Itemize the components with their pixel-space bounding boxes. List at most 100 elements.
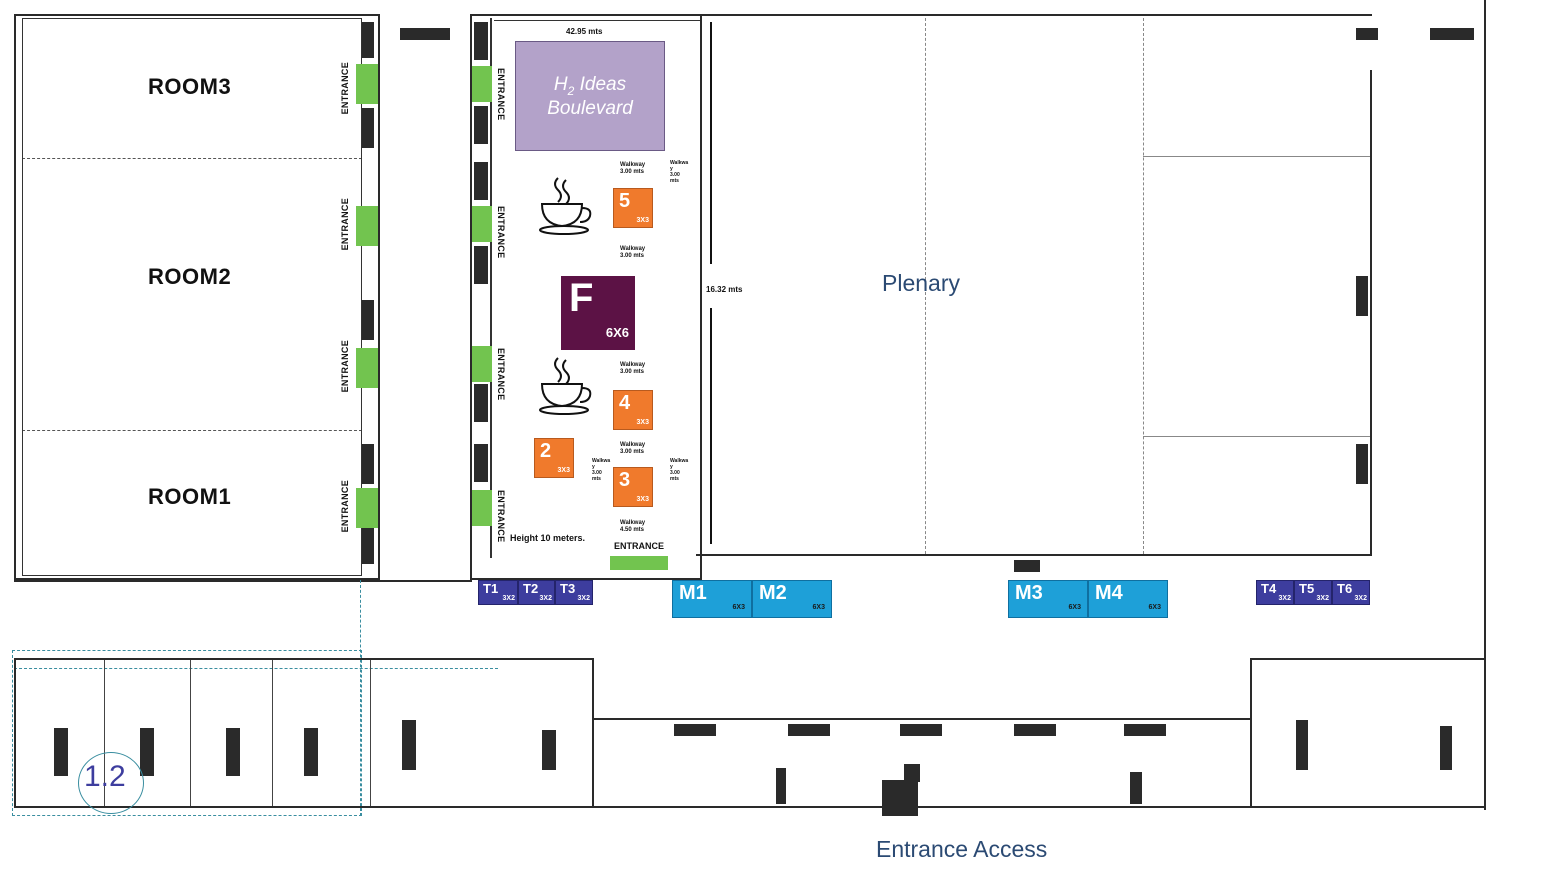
ideas-boulevard-subtitle: Boulevard <box>547 97 633 119</box>
foyer-entrance-label-2: ENTRANCE <box>496 206 506 259</box>
height-note: Height 10 meters. <box>510 533 586 543</box>
corridor-line <box>14 580 472 582</box>
booth-size: 3X2 <box>577 595 590 602</box>
right-service-block <box>1250 658 1486 808</box>
room3-entrance-label: ENTRANCE <box>340 62 350 115</box>
foyer-entrance-label-3: ENTRANCE <box>496 348 506 401</box>
booth-number: T2 <box>523 581 539 596</box>
walkway-label-5: Walkway 4.50 mts <box>620 520 646 533</box>
width-dimension-label: 42.95 mts <box>566 27 603 36</box>
booth-t6[interactable]: T6 3X2 <box>1332 580 1370 605</box>
meeting-rooms-dashed <box>12 650 362 816</box>
foyer-entrance-1[interactable] <box>472 66 492 102</box>
booth-number: 2 <box>540 440 552 462</box>
pillar <box>474 162 488 200</box>
walkway-vertical-1: Walkwa y 3.00 mts <box>670 160 689 184</box>
booth-size: 3X3 <box>636 496 649 503</box>
foyer-outline <box>470 14 702 580</box>
foyer-bottom-entrance[interactable] <box>610 556 668 570</box>
booth-number: 4 <box>619 392 631 414</box>
booth-number: T5 <box>1299 581 1315 596</box>
room3-entrance[interactable] <box>356 64 378 104</box>
room1-entrance-upper-label: ENTRANCE <box>340 340 350 393</box>
ideas-sub: 2 <box>567 83 575 98</box>
room1-entrance-upper[interactable] <box>356 348 378 388</box>
meeting-divider <box>190 660 191 806</box>
booth-number: T3 <box>560 581 576 596</box>
booth-size: 6X3 <box>732 604 745 611</box>
foyer-entrance-label-1: ENTRANCE <box>496 68 506 121</box>
rooms-inner-wall <box>22 18 362 576</box>
ideas-h: H <box>553 74 568 95</box>
room1-entrance-lower-label: ENTRANCE <box>340 480 350 533</box>
pillar <box>362 300 374 340</box>
pillar <box>474 444 488 482</box>
booth-number: T4 <box>1261 581 1277 596</box>
plenary-partition-1 <box>925 18 926 554</box>
plenary-outline <box>696 14 1372 580</box>
booth-5[interactable]: 5 3X3 <box>613 188 653 228</box>
room1-label: ROOM1 <box>148 484 232 509</box>
booth-number: M1 <box>679 582 707 604</box>
walkway-label-2: Walkway 3.00 mts <box>620 246 646 259</box>
booth-number: T1 <box>483 581 499 596</box>
meeting-table <box>304 728 318 776</box>
booth-size: 6X3 <box>812 604 825 611</box>
booth-size: 3X2 <box>539 595 552 602</box>
ideas-boulevard[interactable]: H2 Ideas Boulevard <box>515 41 665 151</box>
booth-4[interactable]: 4 3X3 <box>613 390 653 430</box>
entrance-access-label: Entrance Access <box>876 836 1048 862</box>
coffee-icon <box>539 177 592 235</box>
booth-m1[interactable]: M1 6X3 <box>672 580 752 618</box>
depth-dimension-label: 16.32 mts <box>706 285 743 294</box>
booth-t2[interactable]: T2 3X2 <box>518 580 555 605</box>
room-number: 1.2 <box>84 760 126 793</box>
booth-m2[interactable]: M2 6X3 <box>752 580 832 618</box>
booth-size: 3X3 <box>557 467 570 474</box>
booth-t4[interactable]: T4 3X2 <box>1256 580 1294 605</box>
plenary-label: Plenary <box>882 270 960 296</box>
booth-f[interactable]: F 6X6 <box>561 276 635 350</box>
pillar <box>674 724 716 736</box>
meeting-divider <box>272 660 273 806</box>
column <box>776 768 786 804</box>
pillar <box>474 384 488 422</box>
room2-label: ROOM2 <box>148 264 232 289</box>
booth-size: 6X3 <box>1068 604 1081 611</box>
column <box>1130 772 1142 804</box>
foyer-entrance-2[interactable] <box>472 206 492 242</box>
booth-2[interactable]: 2 3X3 <box>534 438 574 478</box>
foyer-entrance-3[interactable] <box>472 346 492 382</box>
meeting-rooms-dashed-inner <box>14 668 498 669</box>
pillar <box>362 22 374 58</box>
foyer-entrance-4[interactable] <box>472 490 492 526</box>
booth-m3[interactable]: M3 6X3 <box>1008 580 1088 618</box>
kitchen-unit <box>1440 726 1452 770</box>
booth-t1[interactable]: T1 3X2 <box>478 580 518 605</box>
booth-size: 3X2 <box>1354 595 1367 602</box>
pillar <box>1430 28 1474 40</box>
meeting-divider <box>104 660 105 806</box>
booth-f-size: 6X6 <box>605 325 629 340</box>
booth-t3[interactable]: T3 3X2 <box>555 580 593 605</box>
ideas-boulevard-title: H2 Ideas <box>516 74 664 98</box>
room3-label: ROOM3 <box>148 74 232 99</box>
kitchen-unit <box>1296 720 1308 770</box>
booth-m4[interactable]: M4 6X3 <box>1088 580 1168 618</box>
walkway-label-4: Walkway 3.00 mts <box>620 442 646 455</box>
pillar <box>474 106 488 144</box>
room2-entrance[interactable] <box>356 206 378 246</box>
vertical-dashed <box>360 580 361 816</box>
meeting-table <box>140 728 154 776</box>
booth-3[interactable]: 3 3X3 <box>613 467 653 507</box>
kitchen-unit <box>402 720 416 770</box>
booth-t5[interactable]: T5 3X2 <box>1294 580 1332 605</box>
pillar <box>474 246 488 284</box>
lobby-outline <box>592 718 1252 808</box>
room1-entrance-lower[interactable] <box>356 488 378 528</box>
pillar <box>362 108 374 148</box>
booth-number: M4 <box>1095 582 1123 604</box>
plenary-partition-3 <box>1143 156 1371 157</box>
booth-number: M3 <box>1015 582 1043 604</box>
room-divider-2 <box>22 430 362 431</box>
